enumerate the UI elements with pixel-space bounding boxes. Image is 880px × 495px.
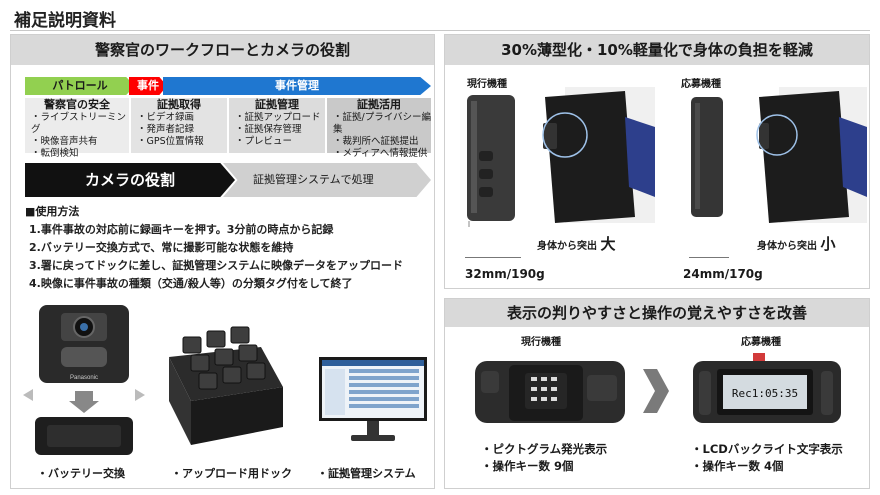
column-item: ・発声者記録	[137, 124, 195, 135]
column-title: 証拠活用	[357, 98, 401, 111]
column-item: ・GPS位置情報	[137, 136, 204, 147]
new-spec: 24mm/170g	[683, 267, 763, 281]
display-panel: 表示の判りやすさと操作の覚えやすさを改善 現行機種 応募機種 Rec1:05:3…	[444, 298, 870, 489]
usage-step: 1.事件事故の対応前に録画キーを押す。3分前の時点から記録	[29, 223, 334, 236]
current-camera-side	[467, 95, 515, 227]
feature-item: ・LCDバックライト文字表示	[691, 442, 843, 456]
new-camera-side	[691, 97, 723, 217]
caption-system: ・証拠管理システム	[317, 467, 416, 480]
new-protrude-label: 身体から突出	[757, 241, 817, 252]
camera-battery-illustration: Panasonic	[23, 305, 145, 455]
lcd-text: Rec1:05:35	[732, 387, 798, 400]
feature-item: ・操作キー数 4個	[691, 459, 784, 473]
camera-role-banner: カメラの役割	[25, 163, 235, 197]
new-model-label: 応募機種	[681, 79, 721, 90]
title-divider	[10, 30, 870, 31]
column-item: ・映像音声共有	[31, 136, 98, 147]
usage-step: 3.署に戻ってドックに差し、証拠管理システムに映像データをアップロード	[29, 259, 403, 272]
column-item: ・ビデオ録画	[137, 112, 195, 123]
current-features: ・ピクトグラム発光表示 ・操作キー数 9個	[481, 441, 607, 475]
new-width-marker	[689, 257, 729, 258]
column-title: 警察官の安全	[44, 98, 110, 111]
usage-steps: 1.事件事故の対応前に録画キーを押す。3分前の時点から記録 2.バッテリー交換方…	[29, 221, 403, 293]
usage-heading: ■使用方法	[25, 205, 80, 218]
display-heading: 表示の判りやすさと操作の覚えやすさを改善	[445, 299, 869, 327]
feature-item: ・ピクトグラム発光表示	[481, 442, 608, 456]
caption-dock: ・アップロード用ドック	[171, 467, 292, 480]
column-item: ・メディアへ情報提供	[333, 148, 428, 159]
slim-panel: 30%薄型化・10%軽量化で身体の負担を軽減 現行機種 応募機種 身体から突出 …	[444, 34, 870, 289]
current-camera-top	[475, 361, 625, 423]
new-camera-top: Rec1:05:35	[693, 353, 841, 423]
monitor-illustration	[319, 357, 427, 441]
system-role-banner: 証拠管理システムで処理	[223, 163, 431, 197]
column-item: ・証拠アップロード	[235, 112, 321, 123]
column-item: ・プレビュー	[235, 136, 293, 147]
current-width-marker	[465, 257, 521, 258]
stage-patrol: パトロール	[25, 77, 135, 95]
column-evidence-capture: 証拠取得 ・ビデオ録画 ・発声者記録 ・GPS位置情報	[131, 98, 227, 153]
display-current-label: 現行機種	[521, 337, 561, 348]
new-protrude: 身体から突出 小	[757, 233, 836, 254]
column-evidence-use: 証拠活用 ・証拠/プライバシー編集 ・裁判所へ証拠提出 ・メディアへ情報提供	[327, 98, 432, 159]
stage-incident: 事件	[129, 77, 167, 95]
display-new-label: 応募機種	[741, 337, 781, 348]
current-model-label: 現行機種	[467, 79, 507, 90]
dock-illustration	[169, 326, 283, 445]
comparison-arrow-icon	[643, 369, 669, 413]
column-item: ・証拠/プライバシー編集	[333, 112, 432, 135]
column-item: ・裁判所へ証拠提出	[333, 136, 419, 147]
document-title: 補足説明資料	[14, 11, 116, 31]
slim-heading: 30%薄型化・10%軽量化で身体の負担を軽減	[445, 35, 869, 65]
caption-battery: ・バッテリー交換	[37, 467, 125, 480]
workflow-heading: 警察官のワークフローとカメラの役割	[11, 35, 434, 65]
new-features: ・LCDバックライト文字表示 ・操作キー数 4個	[691, 441, 843, 475]
new-protrude-size: 小	[820, 235, 836, 253]
usage-step: 4.映像に事件事故の種類（交通/殺人等）の分類タグ付をして終了	[29, 277, 353, 290]
column-item: ・ライブストリーミング	[31, 112, 127, 135]
current-protrude: 身体から突出 大	[537, 233, 616, 254]
column-officer-safety: 警察官の安全 ・ライブストリーミング ・映像音声共有 ・転倒検知	[25, 98, 129, 159]
column-item: ・証拠保存管理	[235, 124, 302, 135]
column-title: 証拠取得	[157, 98, 201, 111]
camera-brand-text: Panasonic	[70, 375, 98, 381]
current-vest-photo	[542, 87, 655, 223]
current-protrude-size: 大	[600, 235, 616, 253]
column-title: 証拠管理	[255, 98, 299, 111]
feature-item: ・操作キー数 9個	[481, 459, 574, 473]
stage-management: 事件管理	[163, 77, 431, 95]
column-item: ・転倒検知	[31, 148, 79, 159]
column-evidence-management: 証拠管理 ・証拠アップロード ・証拠保存管理 ・プレビュー	[229, 98, 325, 153]
current-spec: 32mm/190g	[465, 267, 545, 281]
usage-step: 2.バッテリー交換方式で、常に撮影可能な状態を維持	[29, 241, 294, 254]
new-vest-photo	[756, 87, 867, 223]
current-protrude-label: 身体から突出	[537, 241, 597, 252]
workflow-panel: 警察官のワークフローとカメラの役割 パトロール 事件 事件管理 警察官の安全 ・…	[10, 34, 435, 489]
